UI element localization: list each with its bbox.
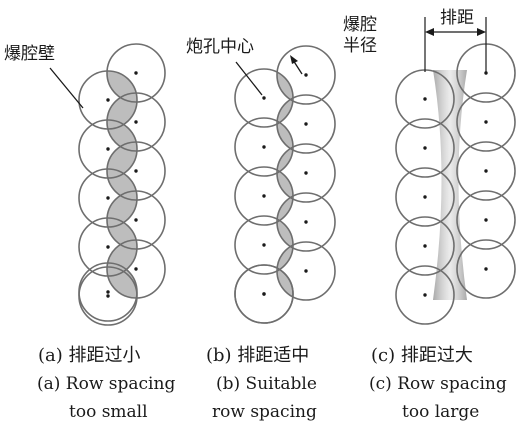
blast-cavity-circle: [456, 239, 516, 299]
blast-cavity-circle: [456, 92, 516, 152]
blast-cavity-circle: [276, 143, 336, 203]
blast-cavity-circle: [106, 190, 166, 250]
blast-hole-center-dot: [423, 293, 427, 297]
row-spacing-arrow-right: [477, 28, 486, 36]
uncovered-gap-shading: [433, 70, 467, 300]
panel-b-suitable-spacing: [234, 45, 336, 324]
blast-cavity-circle: [106, 239, 166, 299]
blast-cavity-circle: [395, 265, 455, 325]
blast-hole-center-dot: [304, 171, 308, 175]
blast-hole-center-dot: [484, 267, 488, 271]
blast-hole-center-dot: [262, 243, 266, 247]
blast-cavity-circle: [456, 190, 516, 250]
blast-cavity-circle: [234, 264, 294, 324]
caption-a-en-line1: (a) Row spacing: [37, 374, 175, 394]
cavity-overlap-zone: [277, 196, 293, 222]
blast-hole-center-dot: [484, 120, 488, 124]
cavity-overlap-zone: [276, 268, 294, 297]
panel-a-spacing-too-small: [78, 43, 166, 326]
cavity-radius-arrowhead: [290, 55, 298, 64]
cavity-overlap-zone: [277, 147, 293, 173]
blast-cavity-circle: [106, 92, 166, 152]
blast-hole-center-dot: [134, 71, 138, 75]
blast-hole-center-dot: [134, 218, 138, 222]
blast-hole-center-dot: [262, 96, 266, 100]
blast-hole-center-dot: [304, 73, 308, 77]
caption-c-en-line1: (c) Row spacing: [369, 374, 507, 394]
blast-hole-center-dot: [262, 145, 266, 149]
caption-a-zh: (a) 排距过小: [38, 345, 141, 366]
blast-hole-center-dot: [134, 267, 138, 271]
blast-hole-center-dot: [134, 169, 138, 173]
caption-b-zh: (b) 排距适中: [206, 345, 309, 366]
blast-cavity-circle: [395, 167, 455, 227]
cavity-overlap-zone: [276, 121, 294, 150]
hole-center-leader-line: [235, 61, 263, 96]
blast-hole-center-dot: [106, 98, 110, 102]
blast-cavity-circle: [276, 241, 336, 301]
cavity-overlap-zone: [277, 245, 293, 271]
cavity-wall-label: 爆腔壁: [4, 44, 55, 64]
blast-cavity-circle: [456, 141, 516, 201]
blast-cavity-circle: [395, 216, 455, 276]
blast-hole-center-dot: [484, 169, 488, 173]
cavity-overlap-zone: [277, 98, 293, 124]
blast-hole-center-dot: [106, 294, 110, 298]
blast-hole-center-dot: [134, 120, 138, 124]
caption-c-en-line2: too large: [402, 402, 479, 422]
blast-hole-center-dot: [423, 146, 427, 150]
blast-hole-center-dot: [304, 269, 308, 273]
cavity-overlap-zone: [107, 262, 137, 299]
blast-hole-center-dot: [262, 292, 266, 296]
blast-hole-center-dot: [484, 71, 488, 75]
cavity-radius-label-line1: 爆腔: [343, 15, 377, 35]
caption-b-en-line2: row spacing: [212, 402, 317, 422]
blast-hole-center-dot: [304, 220, 308, 224]
blast-cavity-circle: [395, 118, 455, 178]
cavity-overlap-zone: [276, 72, 294, 101]
row-spacing-label: 排距: [440, 8, 474, 28]
cavity-overlap-zone: [276, 219, 294, 248]
caption-c-zh: (c) 排距过大: [371, 345, 473, 366]
hole-center-label: 炮孔中心: [186, 37, 254, 57]
panel-c-spacing-too-large: [395, 43, 516, 325]
blast-hole-center-dot: [484, 218, 488, 222]
blast-cavity-circle: [276, 45, 336, 105]
cavity-wall-leader-line: [49, 67, 84, 109]
blast-hole-center-dot: [106, 245, 110, 249]
blast-cavity-circle: [276, 94, 336, 154]
cavity-radius-label-line2: 半径: [343, 36, 377, 56]
blast-hole-center-dot: [106, 196, 110, 200]
blast-hole-center-dot: [423, 244, 427, 248]
blast-hole-center-dot: [423, 195, 427, 199]
caption-a-en-line2: too small: [69, 402, 148, 422]
blast-cavity-circle: [106, 43, 166, 103]
blast-cavity-circle: [276, 192, 336, 252]
blast-cavity-circle: [106, 141, 166, 201]
caption-b-en-line1: (b) Suitable: [216, 374, 317, 394]
blast-hole-center-dot: [106, 290, 110, 294]
blast-hole-center-dot: [423, 97, 427, 101]
blast-hole-center-dot: [304, 122, 308, 126]
row-spacing-arrow-left: [425, 28, 434, 36]
cavity-overlap-zone: [276, 170, 294, 199]
blast-hole-center-dot: [106, 147, 110, 151]
blast-hole-center-dot: [262, 194, 266, 198]
